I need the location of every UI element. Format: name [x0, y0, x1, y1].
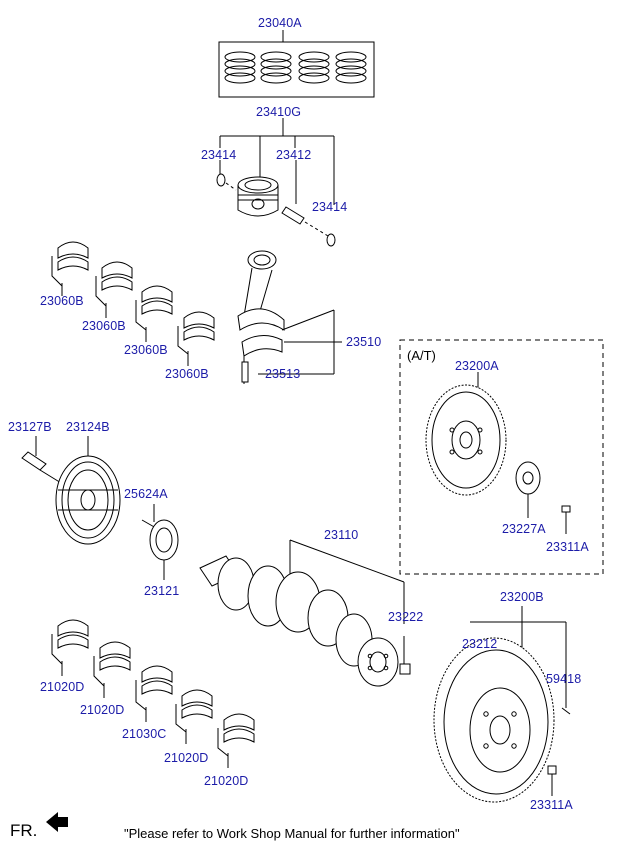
part-label-25624a[interactable]: 25624A — [124, 487, 168, 501]
crankshaft-pulley — [21, 436, 121, 545]
ring-stack-3 — [298, 51, 330, 84]
part-label-23060b-2[interactable]: 23060B — [82, 319, 126, 333]
part-label-23412[interactable]: 23412 — [276, 148, 312, 162]
ring-stack-1 — [224, 51, 256, 84]
part-label-23127b[interactable]: 23127B — [8, 420, 52, 434]
part-label-23124b[interactable]: 23124B — [66, 420, 110, 434]
footer-note: "Please refer to Work Shop Manual for fu… — [124, 826, 460, 841]
part-label-23227a[interactable]: 23227A — [502, 522, 546, 536]
part-label-21030c[interactable]: 21030C — [122, 727, 167, 741]
flywheel-23200b — [433, 606, 571, 803]
part-label-23311a-at[interactable]: 23311A — [546, 540, 589, 554]
flexplate-23200a — [425, 372, 571, 534]
part-label-23200b[interactable]: 23200B — [500, 590, 544, 604]
piston-assembly — [216, 118, 336, 247]
front-direction-label: FR. — [10, 821, 38, 840]
front-direction-arrow-icon — [46, 812, 68, 832]
at-group-label: (A/T) — [407, 348, 436, 363]
part-label-21020d-3[interactable]: 21020D — [164, 751, 209, 765]
part-label-23311a-mt[interactable]: 23311A — [530, 798, 573, 812]
ring-stack-4 — [335, 51, 367, 84]
part-label-23200a[interactable]: 23200A — [455, 359, 499, 373]
part-label-23040a[interactable]: 23040A — [258, 16, 302, 30]
part-label-23414-upper[interactable]: 23414 — [201, 148, 237, 162]
part-label-23121[interactable]: 23121 — [144, 584, 180, 598]
crankshaft — [199, 539, 411, 687]
part-label-23060b-1[interactable]: 23060B — [40, 294, 84, 308]
piston-ring-set — [218, 30, 375, 98]
part-label-23212[interactable]: 23212 — [462, 637, 498, 651]
part-label-23060b-3[interactable]: 23060B — [124, 343, 168, 357]
part-label-21020d-2[interactable]: 21020D — [80, 703, 125, 717]
part-label-21020d-1[interactable]: 21020D — [40, 680, 85, 694]
part-label-23414-lower[interactable]: 23414 — [312, 200, 348, 214]
part-label-23110[interactable]: 23110 — [324, 528, 359, 542]
bearing-shells-23060b — [51, 241, 215, 366]
part-label-23410g[interactable]: 23410G — [256, 105, 302, 119]
part-label-23222[interactable]: 23222 — [388, 610, 424, 624]
main-bearing-shells — [51, 619, 255, 768]
ring-stack-2 — [260, 51, 292, 84]
part-label-23510[interactable]: 23510 — [346, 335, 382, 349]
part-label-23513[interactable]: 23513 — [265, 367, 301, 381]
front-oil-seal — [141, 504, 179, 580]
part-label-23060b-4[interactable]: 23060B — [165, 367, 209, 381]
part-label-21020d-4[interactable]: 21020D — [204, 774, 249, 788]
connecting-rod — [237, 250, 342, 384]
part-label-59418[interactable]: 59418 — [546, 672, 582, 686]
at-flexplate-group-box — [399, 339, 604, 575]
